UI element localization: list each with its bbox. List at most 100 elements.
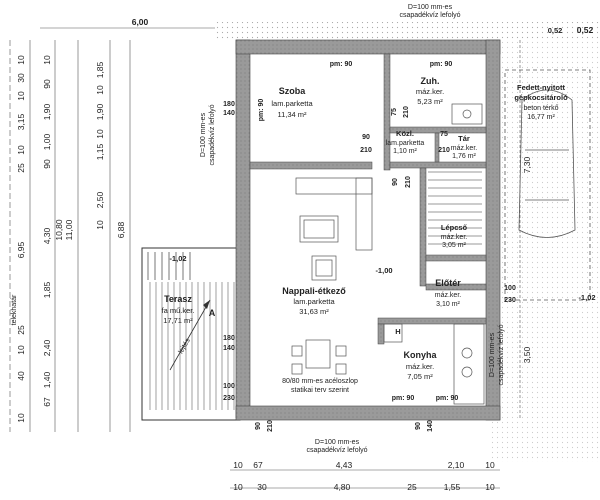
dim-vfl-1: 30 — [16, 73, 26, 83]
dim-vfl-8: 10 — [16, 345, 26, 355]
carport-floor: beton térkő — [523, 105, 558, 112]
opening-left: pm: 90 — [258, 99, 265, 122]
room-nappali-name: Nappali-étkező — [282, 286, 346, 296]
dim-door-210-a: 210 — [360, 147, 372, 154]
dim-door-180-b: 180 — [223, 335, 235, 342]
dim-vl4-0: 1,85 — [95, 61, 105, 78]
carport-name-1: Fedett-nyitott — [517, 83, 565, 92]
room-zuh-area: 5,23 m² — [417, 97, 443, 106]
dim-door-210-d: 210 — [438, 147, 450, 154]
dim-vl2-9: 67 — [42, 397, 52, 407]
dim-door-90-c: 90 — [255, 422, 262, 430]
dim-b1-4: 10 — [485, 460, 495, 470]
level-top-right: 0,52 — [548, 26, 563, 35]
opening-konyha: pm: 90 — [392, 395, 415, 402]
level-right: -1,02 — [578, 293, 595, 302]
section-marker: A — [209, 308, 216, 318]
dim-door-140-b: 140 — [223, 345, 235, 352]
dim-vl4-5: 2,50 — [95, 191, 105, 208]
room-lepcso-area: 3,05 m² — [442, 242, 466, 249]
neighbor-strip-right — [490, 22, 600, 462]
room-tar-area: 1,76 m² — [452, 153, 476, 160]
dim-vl4-3: 10 — [95, 129, 105, 139]
carport-name-2: gépkocsitároló — [514, 93, 568, 102]
room-konyha-area: 7,05 m² — [407, 372, 433, 381]
dim-right-0: 7,30 — [522, 156, 532, 173]
dim-vl4-7: 6,88 — [116, 221, 126, 238]
bottom-dimension-row-1: 10 67 4,43 2,10 10 — [233, 460, 495, 470]
room-kozl-floor: lam.parketta — [386, 140, 425, 147]
carport-area: 16,77 m² — [527, 114, 555, 121]
room-eloter-area: 3,10 m² — [436, 301, 460, 308]
dim-b1-2: 4,43 — [336, 460, 353, 470]
level-terrace: -1,02 — [169, 254, 186, 263]
dim-vl4-6: 10 — [95, 220, 105, 230]
dim-vfl-4: 10 — [16, 145, 26, 155]
dim-b2-3: 25 — [407, 482, 417, 492]
dim-b1-1: 67 — [253, 460, 263, 470]
dim-door-180-a: 180 — [223, 101, 235, 108]
room-nappali-floor: lam.parketta — [293, 297, 335, 306]
terrace — [141, 247, 241, 421]
dim-b2-5: 10 — [485, 482, 495, 492]
dim-top-600: 6,00 — [132, 17, 149, 27]
slope-arrow — [169, 299, 211, 371]
drain-left-line2: csapadékvíz lefolyó — [209, 104, 216, 165]
dim-vfl-2: 10 — [16, 91, 26, 101]
dim-vfl-6: 6,95 — [16, 241, 26, 258]
pillar-note-2: statikai terv szerint — [291, 387, 349, 394]
room-zuh-floor: máz.ker. — [416, 87, 444, 96]
room-szoba-name: Szoba — [279, 86, 306, 96]
drain-right-line2: csapadékvíz lefolyó — [498, 324, 505, 385]
left-dimension-col-2: 10 90 1,90 1,00 90 4,30 1,85 2,40 1,40 6… — [42, 55, 52, 407]
dim-door-140-c: 140 — [427, 420, 434, 432]
dim-vl2-5: 4,30 — [42, 227, 52, 244]
dim-door-230-b: 230 — [223, 395, 235, 402]
drain-right-line1: D=100 mm-es — [489, 332, 496, 377]
left-dimension-col-3: 11,00 11,00 10,80 — [54, 219, 74, 241]
dim-vl2-7: 2,40 — [42, 339, 52, 356]
room-eloter-name: Előtér — [435, 278, 461, 288]
dim-b1-0: 10 — [233, 460, 243, 470]
drain-top-line1: D=100 mm-es — [408, 4, 453, 11]
room-konyha-name: Konyha — [403, 350, 437, 360]
dim-vl4-4: 1,15 — [95, 143, 105, 160]
dim-door-210-c: 210 — [405, 176, 412, 188]
dim-vl2-0: 10 — [42, 55, 52, 65]
room-eloter-floor: máz.ker. — [435, 292, 462, 299]
dim-vfl-7: 25 — [16, 325, 26, 335]
dim-vfl-3: 3,15 — [16, 113, 26, 130]
dim-vl2-6: 1,85 — [42, 281, 52, 298]
room-tar-name: Tár — [458, 134, 470, 143]
dim-vl2-3: 1,00 — [42, 133, 52, 150]
dim-vl2-8: 1,40 — [42, 371, 52, 388]
carport — [504, 69, 591, 301]
drain-bottom-line2: csapadékvíz lefolyó — [306, 447, 367, 454]
opening-szoba: pm: 90 — [330, 61, 353, 68]
dim-vl2-2: 1,90 — [42, 103, 52, 120]
furniture — [291, 103, 485, 405]
room-konyha-floor: máz.ker. — [406, 362, 434, 371]
dim-door-210-b: 210 — [403, 106, 410, 118]
drain-top-line2: csapadékvíz lefolyó — [399, 12, 460, 19]
dim-b2-4: 1,55 — [444, 482, 461, 492]
pillar-note-1: 80/80 mm-es acéloszlop — [282, 378, 358, 385]
dim-door-140-a: 140 — [223, 110, 235, 117]
dim-vl2-4: 90 — [42, 159, 52, 169]
room-kozl-name: Közl. — [396, 129, 414, 138]
dim-vl4-2: 1,90 — [95, 103, 105, 120]
opening-dimensions: 180 140 90 210 75 210 90 210 75 210 100 … — [223, 101, 516, 432]
opening-konyha-2: pm: 90 — [436, 395, 459, 402]
room-nappali-area: 31,63 m² — [299, 307, 329, 316]
dim-vl3-1: 10,80 — [54, 219, 64, 241]
dim-door-100-b: 100 — [223, 383, 235, 390]
dim-vfl-5: 25 — [16, 163, 26, 173]
dim-door-90-d: 90 — [415, 422, 422, 430]
room-kozl-area: 1,10 m² — [393, 148, 417, 155]
room-terasz-area: 17,71 m² — [163, 316, 193, 325]
dim-door-75: 75 — [391, 108, 398, 116]
room-lepcso-floor: máz.ker. — [441, 234, 468, 241]
dim-door-100-a: 100 — [504, 285, 516, 292]
exterior-walls — [235, 39, 501, 421]
